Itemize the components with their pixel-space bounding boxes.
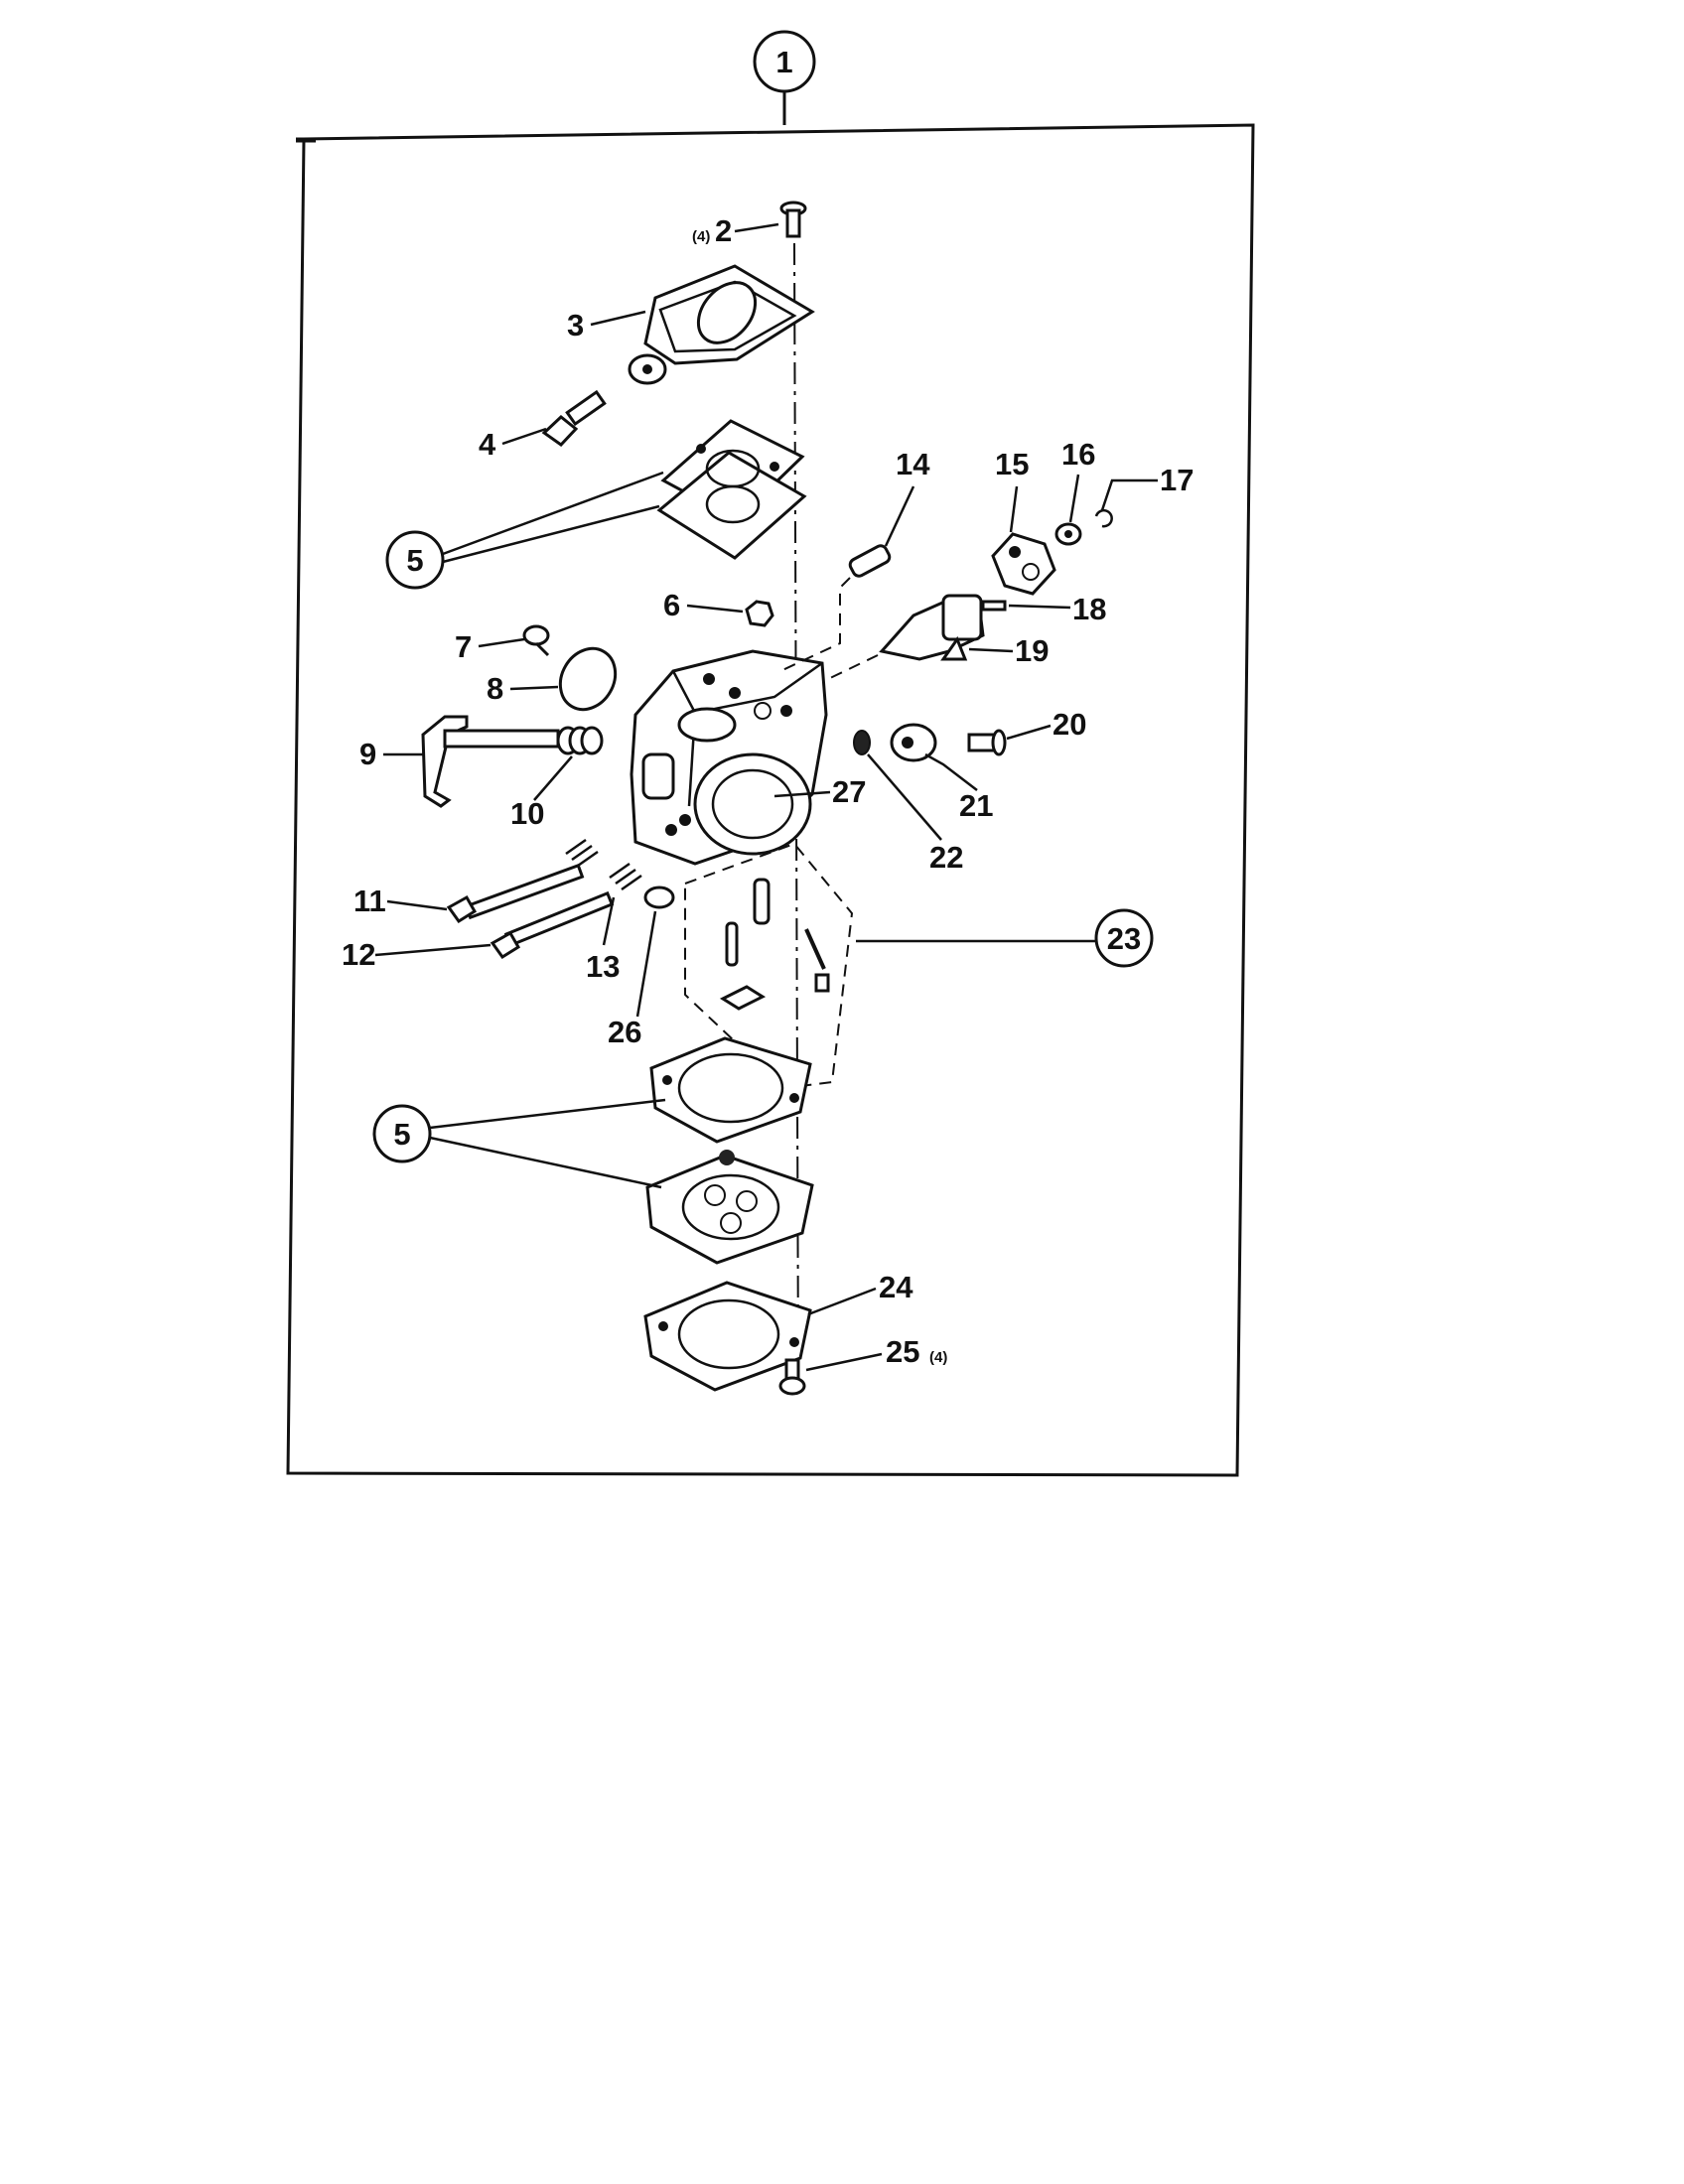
gasket-part-5-lower-a (649, 1036, 812, 1144)
pin-part-18 (981, 600, 1007, 612)
part-2-qty: (4) (692, 228, 710, 245)
part-25-qty: (4) (929, 1349, 947, 1366)
part-26-label: 26 (608, 1015, 641, 1049)
part-20-label: 20 (1052, 707, 1086, 742)
part-27-label: 27 (832, 774, 866, 809)
diaphragm-part-5-lower-b (645, 1150, 814, 1265)
purge-cover-part-15 (991, 532, 1056, 596)
plug-part-26 (643, 886, 675, 909)
part-23-label: 23 (1107, 921, 1141, 956)
clip-part-17 (1094, 509, 1113, 528)
throttle-shaft-part-9 (421, 715, 560, 808)
spring-part-10 (556, 726, 604, 755)
part-11-label: 11 (353, 884, 386, 918)
part-4-label: 4 (479, 427, 496, 462)
part-14-label: 14 (896, 447, 930, 481)
cover-part-24 (643, 1281, 812, 1392)
screw-part-7 (522, 624, 550, 657)
valve-part-19 (879, 594, 985, 661)
carburetor-body (630, 649, 828, 866)
part-17-label: 17 (1160, 463, 1193, 497)
screw-part-2 (779, 201, 807, 238)
callout-1: 1 (753, 30, 816, 125)
part-5-lower-label: 5 (393, 1117, 410, 1152)
nozzle-part-14 (848, 544, 892, 578)
part-6-label: 6 (663, 588, 680, 622)
seal-part-22 (853, 730, 871, 755)
part-7-label: 7 (455, 629, 472, 664)
part-5-upper-label: 5 (406, 543, 423, 578)
part-2-label: 2 (715, 213, 732, 248)
part-18-label: 18 (1072, 592, 1106, 626)
part-9-label: 9 (359, 737, 376, 771)
part-16-label: 16 (1061, 437, 1095, 472)
part-21-label: 21 (959, 788, 993, 823)
metering-kit-part-23 (684, 842, 854, 1090)
part-10-label: 10 (510, 796, 544, 831)
pump-cover-part-3 (628, 264, 815, 385)
screw-part-20 (967, 729, 1007, 756)
part-12-label: 12 (342, 937, 375, 972)
part-25-label: 25 (886, 1334, 919, 1369)
washer-part-16 (1054, 522, 1082, 546)
callout-1-label: 1 (775, 45, 792, 79)
callout-5-upper: 5 (385, 471, 664, 590)
bushing-part-21 (890, 723, 937, 762)
needle-part-11 (446, 863, 585, 924)
needle-part-12 (490, 890, 615, 960)
part-22-label: 22 (929, 840, 963, 875)
nut-part-6 (745, 600, 774, 627)
throttle-plate-part-8 (558, 646, 618, 712)
part-13-label: 13 (586, 949, 620, 984)
spring-part-13 (565, 838, 642, 891)
part-3-label: 3 (567, 308, 584, 342)
gasket-part-5-upper (656, 419, 807, 560)
part-19-label: 19 (1015, 633, 1049, 668)
part-24-label: 24 (879, 1270, 913, 1304)
callout-5-lower: 5 (372, 1098, 666, 1189)
screw-part-4 (541, 389, 607, 447)
screw-part-25 (778, 1358, 806, 1396)
callout-23: 23 (856, 908, 1154, 968)
part-8-label: 8 (487, 671, 503, 706)
part-15-label: 15 (995, 447, 1029, 481)
assembly-frame (286, 123, 1255, 1477)
